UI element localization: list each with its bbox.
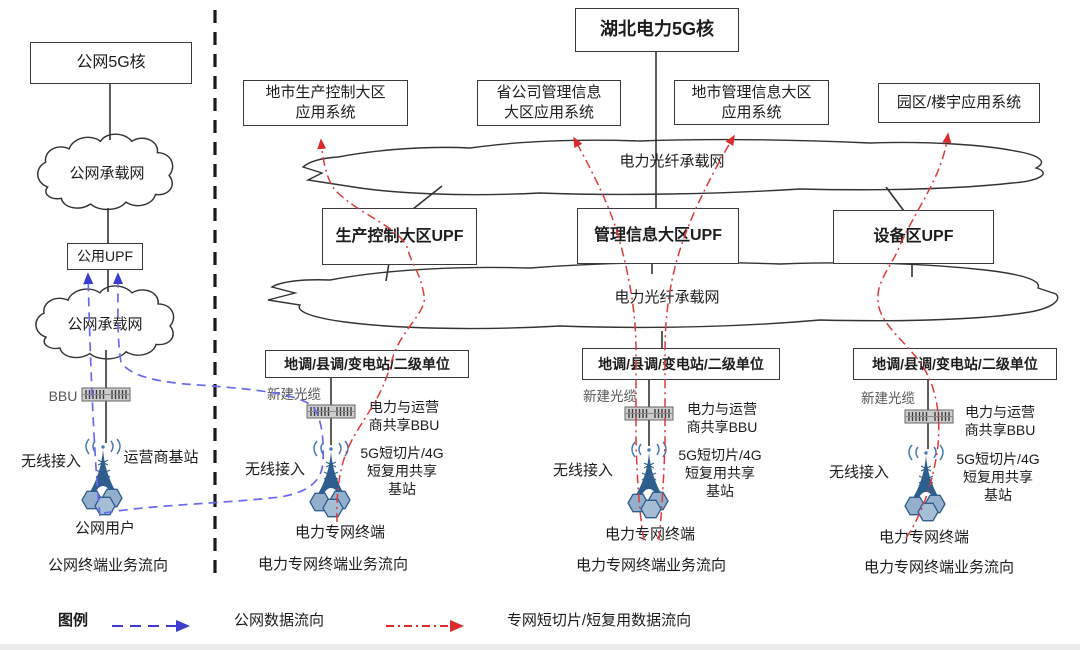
legend-public-flow-label: 公网数据流向: [233, 612, 324, 629]
app-system-box-campus: 园区/楼宇应用系统: [878, 83, 1040, 123]
shared-bbu-label-group-3: 电力与运营 商共享BBU: [964, 404, 1036, 438]
station-label-group-3: 5G短切片/4G 短复用共享 基站: [956, 451, 1040, 503]
flow-caption-group-2: 电力专网终端业务流向: [575, 557, 726, 574]
legend-title: 图例: [57, 612, 88, 629]
public-cloud-upper-label: 公网承载网: [69, 165, 145, 182]
bbu-icon-group-1: [306, 404, 356, 419]
upf-box-management: 管理信息大区UPF: [577, 208, 739, 264]
bbu-icon-group-3: [904, 409, 954, 424]
wireless-access-label-group-3: 无线接入: [828, 464, 889, 481]
wireless-access-label-group-1: 无线接入: [244, 461, 305, 478]
bbu-icon-public: [81, 387, 131, 402]
upf-box-production: 生产控制大区UPF: [322, 208, 477, 265]
fiber-cloud-lower-label: 电力光纤承载网: [614, 289, 720, 306]
unit-box-group-1: 地调/县调/变电站/二级单位: [265, 350, 469, 378]
public-flow-caption: 公网终端业务流向: [47, 557, 168, 574]
tower-icon-public: [81, 438, 123, 516]
wireless-access-label-group-2: 无线接入: [552, 462, 613, 479]
tower-icon-group-2: [627, 441, 669, 519]
flow-caption-group-1: 电力专网终端业务流向: [257, 556, 408, 573]
app-system-box-production: 地市生产控制大区 应用系统: [243, 80, 408, 126]
app-system-box-city-mgmt: 地市管理信息大区 应用系统: [674, 80, 829, 125]
wireless-access-label-public: 无线接入: [20, 453, 81, 470]
terminal-label-group-3: 电力专网终端: [878, 529, 969, 546]
station-label-group-2: 5G短切片/4G 短复用共享 基站: [678, 447, 762, 499]
shared-bbu-label-group-2: 电力与运营 商共享BBU: [686, 401, 758, 435]
flow-caption-group-3: 电力专网终端业务流向: [863, 559, 1014, 576]
tower-icon-group-1: [309, 440, 351, 518]
bbu-label: BBU: [48, 388, 78, 404]
public-cloud-lower-label: 公网承载网: [67, 316, 143, 333]
public-upf-box: 公用UPF: [67, 243, 143, 270]
terminal-label-group-1: 电力专网终端: [294, 524, 385, 541]
carrier-base-station-label: 运营商基站: [123, 449, 199, 466]
fiber-cloud-upper-label: 电力光纤承载网: [619, 153, 725, 170]
cable-label-group-3: 新建光缆: [861, 391, 915, 406]
cable-label-group-2: 新建光缆: [583, 389, 637, 404]
unit-box-group-2: 地调/县调/变电站/二级单位: [582, 348, 780, 380]
public-user-label: 公网用户: [74, 520, 135, 537]
public-5g-core-box: 公网5G核: [30, 42, 192, 84]
station-label-group-1: 5G短切片/4G 短复用共享 基站: [360, 445, 444, 497]
bottom-edge-bar: [0, 644, 1080, 650]
shared-bbu-label-group-1: 电力与运营 商共享BBU: [368, 399, 440, 433]
hubei-power-5g-core-box: 湖北电力5G核: [575, 8, 739, 52]
upf-box-device: 设备区UPF: [833, 210, 994, 264]
terminal-label-group-2: 电力专网终端: [604, 526, 695, 543]
app-system-box-province-mgmt: 省公司管理信息 大区应用系统: [477, 80, 621, 126]
bbu-icon-group-2: [624, 406, 674, 421]
tower-icon-group-3: [904, 444, 946, 522]
cable-label-group-1: 新建光缆: [267, 387, 321, 402]
unit-box-group-3: 地调/县调/变电站/二级单位: [853, 348, 1057, 380]
legend-private-flow-label: 专网短切片/短复用数据流向: [506, 612, 692, 629]
